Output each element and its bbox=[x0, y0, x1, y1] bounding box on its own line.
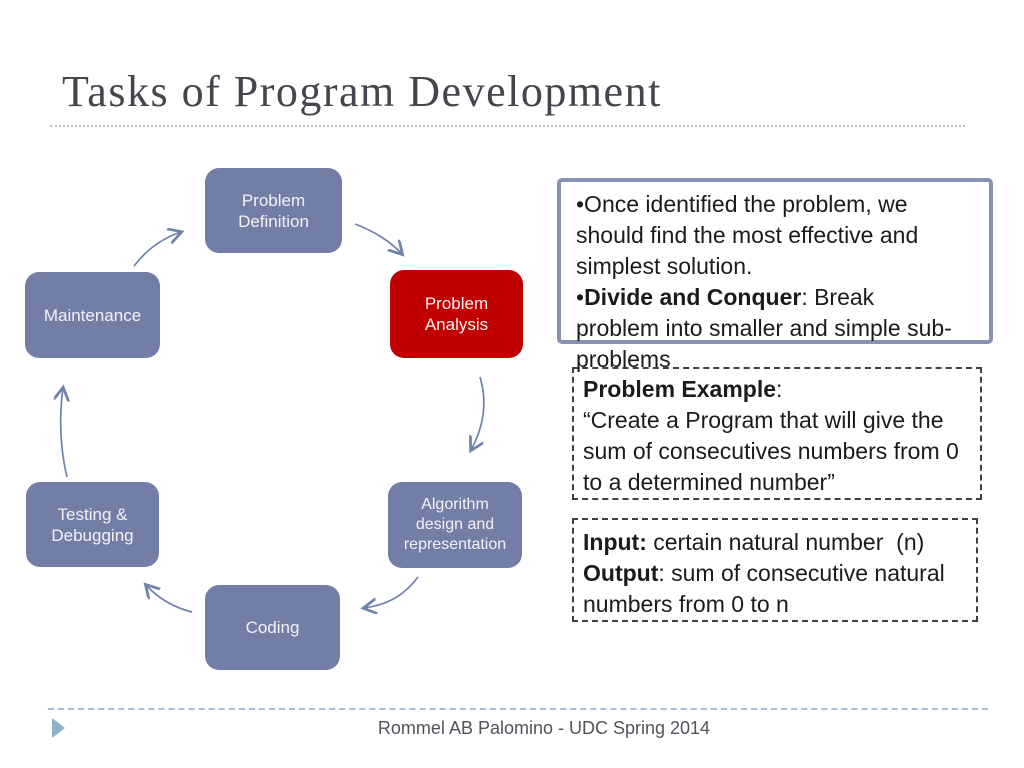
node-testing-debugging: Testing & Debugging bbox=[26, 482, 159, 567]
node-label: design and bbox=[415, 516, 495, 533]
note-line: •Divide and Conquer: Break bbox=[576, 284, 875, 310]
node-maintenance: Maintenance bbox=[25, 272, 160, 358]
node-problem-definition: Problem Definition bbox=[205, 168, 342, 253]
node-label: Problem bbox=[241, 190, 306, 210]
node-label: representation bbox=[403, 536, 507, 553]
arrow-coding-to-testing-icon bbox=[146, 585, 193, 613]
slide-title: Tasks of Program Development bbox=[62, 67, 662, 116]
node-label: Definition bbox=[238, 211, 309, 231]
arrow-analysis-to-algorithm-icon bbox=[471, 376, 485, 450]
node-coding: Coding bbox=[205, 585, 340, 670]
footer-divider bbox=[48, 708, 988, 710]
note-line: Input: certain natural number (n) bbox=[583, 529, 925, 555]
note-line: problem into smaller and simple sub- bbox=[576, 315, 952, 341]
node-label: Analysis bbox=[424, 315, 489, 334]
arrow-algorithm-to-coding-icon bbox=[364, 576, 419, 608]
node-label: Maintenance bbox=[43, 305, 142, 325]
note-line: “Create a Program that will give the bbox=[583, 407, 944, 433]
input-output-box: Input: certain natural number (n) Output… bbox=[572, 518, 978, 622]
note-line: numbers from 0 to n bbox=[583, 591, 789, 617]
node-label: Testing & bbox=[57, 504, 128, 524]
note-line: should find the most effective and bbox=[576, 222, 919, 248]
title-divider bbox=[50, 125, 965, 127]
arrow-definition-to-analysis-icon bbox=[354, 223, 402, 254]
node-problem-analysis: Problem Analysis bbox=[390, 270, 523, 358]
solution-note-box: •Once identified the problem, we should … bbox=[557, 178, 993, 372]
node-label: Debugging bbox=[51, 525, 134, 545]
node-label: Algorithm bbox=[421, 496, 489, 513]
node-algorithm-design: Algorithm design and representation bbox=[388, 482, 522, 568]
node-label: Problem bbox=[424, 294, 489, 313]
note-line: Output: sum of consecutive natural bbox=[583, 560, 945, 586]
note-line: simplest solution. bbox=[576, 253, 753, 279]
problem-example-box: Problem Example: “Create a Program that … bbox=[572, 367, 982, 500]
node-label: Coding bbox=[245, 618, 300, 637]
arrow-testing-to-maintenance-icon bbox=[61, 388, 67, 478]
note-line: to a determined number” bbox=[583, 469, 835, 495]
arrow-maintenance-to-definition-icon bbox=[133, 232, 181, 267]
note-line: Problem Example: bbox=[583, 376, 783, 402]
footer-credit: Rommel AB Palomino - UDC Spring 2014 bbox=[377, 718, 711, 738]
note-line: sum of consecutives numbers from 0 bbox=[583, 438, 959, 464]
footer-triangle-icon bbox=[52, 718, 65, 738]
note-line: •Once identified the problem, we bbox=[576, 191, 908, 217]
